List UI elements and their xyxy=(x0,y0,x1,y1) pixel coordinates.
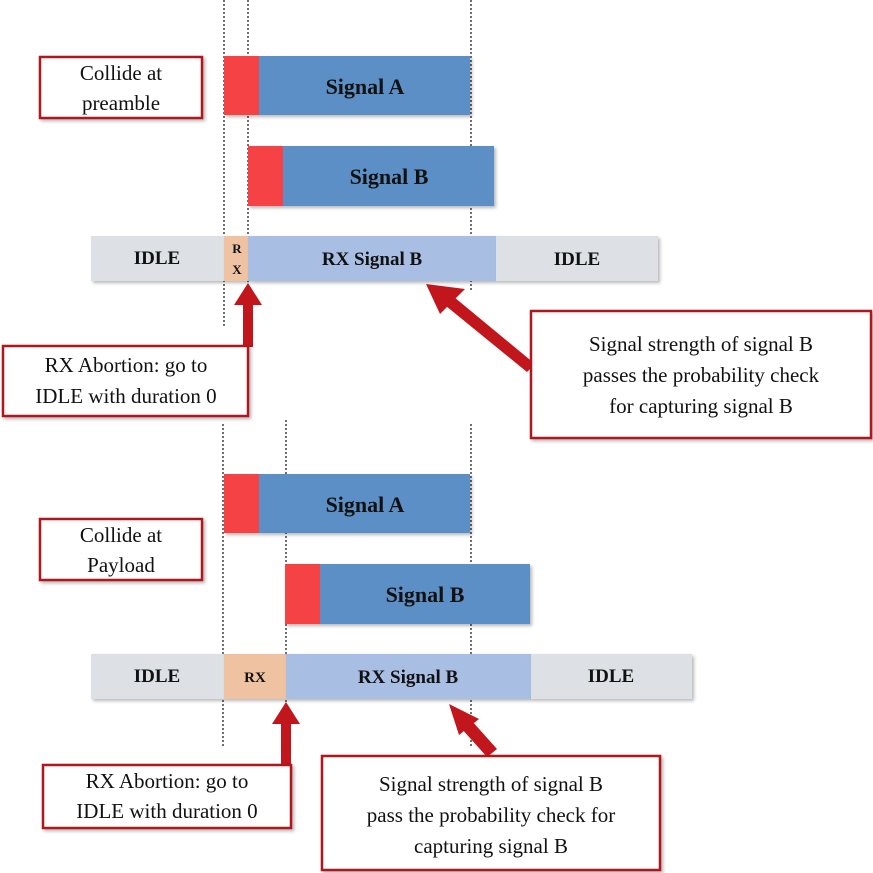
collide-label-line1: Collide at xyxy=(80,523,162,547)
signal-a-bar xyxy=(224,474,470,533)
signal-b-label: Signal B xyxy=(386,582,465,607)
abortion-note-line1: RX Abortion: go to xyxy=(45,353,208,377)
capture-note-line1: Signal strength of signal B xyxy=(589,332,813,356)
collide-at-preamble-label: Collide at preamble xyxy=(38,55,204,120)
rx-block xyxy=(224,654,286,699)
collide-label-line1: Collide at xyxy=(80,61,162,85)
capture-arrow xyxy=(426,284,535,372)
idle-left-label: IDLE xyxy=(134,666,180,687)
rx-abortion-note: RX Abortion: go to IDLE with duration 0 xyxy=(1,344,250,418)
rx-abortion-note: RX Abortion: go to IDLE with duration 0 xyxy=(41,763,293,830)
idle-right-label: IDLE xyxy=(588,666,634,687)
rx-signal-b-label: RX Signal B xyxy=(322,249,423,270)
signal-b-bar xyxy=(248,146,494,206)
signal-b-payload xyxy=(320,564,530,624)
rx-signal-b-block xyxy=(286,654,531,699)
collide-label-line2: Payload xyxy=(87,553,155,577)
rx-signal-b-label: RX Signal B xyxy=(358,667,459,688)
capture-note-line2: pass the probability check for xyxy=(367,803,615,827)
idle-left-label: IDLE xyxy=(134,248,180,269)
capture-note-line1: Signal strength of signal B xyxy=(379,772,603,796)
signal-b-preamble xyxy=(248,146,283,206)
signal-a-preamble xyxy=(224,56,259,115)
capture-note: Signal strength of signal B passes the p… xyxy=(529,309,873,440)
receiver-state-row: IDLE RX RX Signal B IDLE xyxy=(91,654,692,699)
abortion-note-line1: RX Abortion: go to xyxy=(86,769,249,793)
capture-note-line2: passes the probability check xyxy=(583,363,820,387)
signal-a-payload xyxy=(259,474,470,533)
signal-a-label: Signal A xyxy=(326,74,405,99)
signal-b-label: Signal B xyxy=(350,164,429,189)
signal-b-preamble xyxy=(285,564,320,624)
capture-note: Signal strength of signal B pass the pro… xyxy=(320,754,662,872)
collide-at-payload-label: Collide at Payload xyxy=(38,517,204,582)
capture-note-line3: capturing signal B xyxy=(414,834,568,858)
idle-left-block xyxy=(91,654,224,699)
signal-b-payload xyxy=(283,146,494,206)
signal-a-bar xyxy=(224,56,470,115)
idle-right-label: IDLE xyxy=(554,249,600,270)
idle-left-block xyxy=(91,236,224,281)
rx-letter-r: R xyxy=(232,241,242,256)
idle-right-block xyxy=(531,654,692,699)
abortion-note-line2: IDLE with duration 0 xyxy=(35,384,216,408)
idle-right-block xyxy=(496,236,658,281)
signal-b-bar xyxy=(285,564,530,624)
top-scenario: Collide at preamble Signal A Signal B ID… xyxy=(1,0,873,440)
bottom-scenario: Collide at Payload Signal A Signal B IDL… xyxy=(38,420,692,872)
capture-note-line3: for capturing signal B xyxy=(609,394,793,418)
collide-label-line2: preamble xyxy=(82,91,160,115)
rx-block xyxy=(224,236,248,281)
rx-letter-x: X xyxy=(232,262,242,277)
capture-arrow xyxy=(449,704,497,757)
signal-a-preamble xyxy=(224,474,259,533)
receiver-state-row: IDLE R X RX Signal B IDLE xyxy=(91,236,658,281)
signal-a-label: Signal A xyxy=(326,492,405,517)
signal-a-payload xyxy=(259,56,470,115)
rx-signal-b-block xyxy=(248,236,496,281)
rx-label: RX xyxy=(244,670,266,686)
abortion-arrow xyxy=(234,283,262,347)
abortion-note-line2: IDLE with duration 0 xyxy=(76,799,257,823)
abortion-arrow xyxy=(272,702,300,768)
